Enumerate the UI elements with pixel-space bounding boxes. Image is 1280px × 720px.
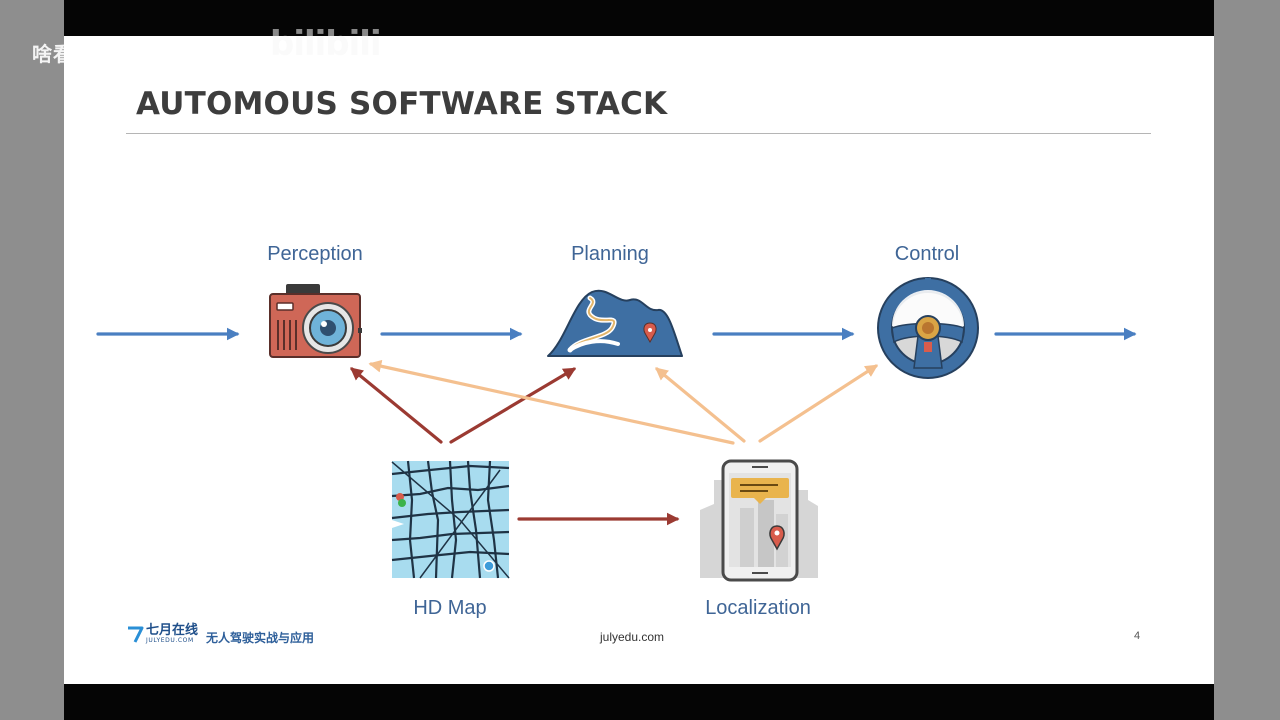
video-letterbox-top — [64, 0, 1214, 36]
slide-title: AUTOMOUS SOFTWARE STACK — [136, 86, 668, 122]
brand-seven-icon — [128, 626, 144, 643]
edge-hd-map-to-perception — [350, 367, 443, 444]
overlay-username: 啥看 — [32, 42, 74, 66]
slide-background — [64, 36, 1214, 684]
footer-brand-domain: JULYEDU.COM — [146, 637, 194, 644]
bilibili-watermark: bilibili — [270, 24, 382, 64]
footer-course-title: 无人驾驶实战与应用 — [206, 631, 315, 645]
node-label-hd-map: HD Map — [413, 597, 487, 619]
footer-brand-name: 七月在线 — [146, 623, 199, 638]
footer-brand-logo: 七月在线 JULYEDU.COM — [126, 624, 198, 644]
page-number: 4 — [1134, 630, 1141, 642]
edge-localization-to-perception — [368, 359, 735, 445]
video-letterbox-bottom — [64, 684, 1214, 720]
title-divider — [126, 133, 1151, 134]
edge-hd-map-to-planning — [449, 367, 577, 444]
edges-layer — [96, 327, 1137, 526]
footer-website: julyedu.com — [600, 630, 665, 644]
mountain-route-icon — [547, 289, 683, 357]
city-map-icon — [391, 460, 510, 579]
camera-icon — [269, 284, 362, 358]
node-label-planning: Planning — [571, 243, 649, 265]
node-label-perception: Perception — [267, 243, 363, 265]
node-label-control: Control — [894, 243, 960, 265]
video-letterbox-right — [1214, 0, 1280, 720]
video-letterbox-left — [0, 0, 64, 720]
steering-wheel-icon — [877, 277, 979, 379]
node-label-localization: Localization — [705, 597, 811, 619]
phone-location-icon — [700, 459, 818, 582]
edge-localization-to-control — [758, 364, 879, 443]
edge-localization-to-planning — [655, 367, 746, 443]
